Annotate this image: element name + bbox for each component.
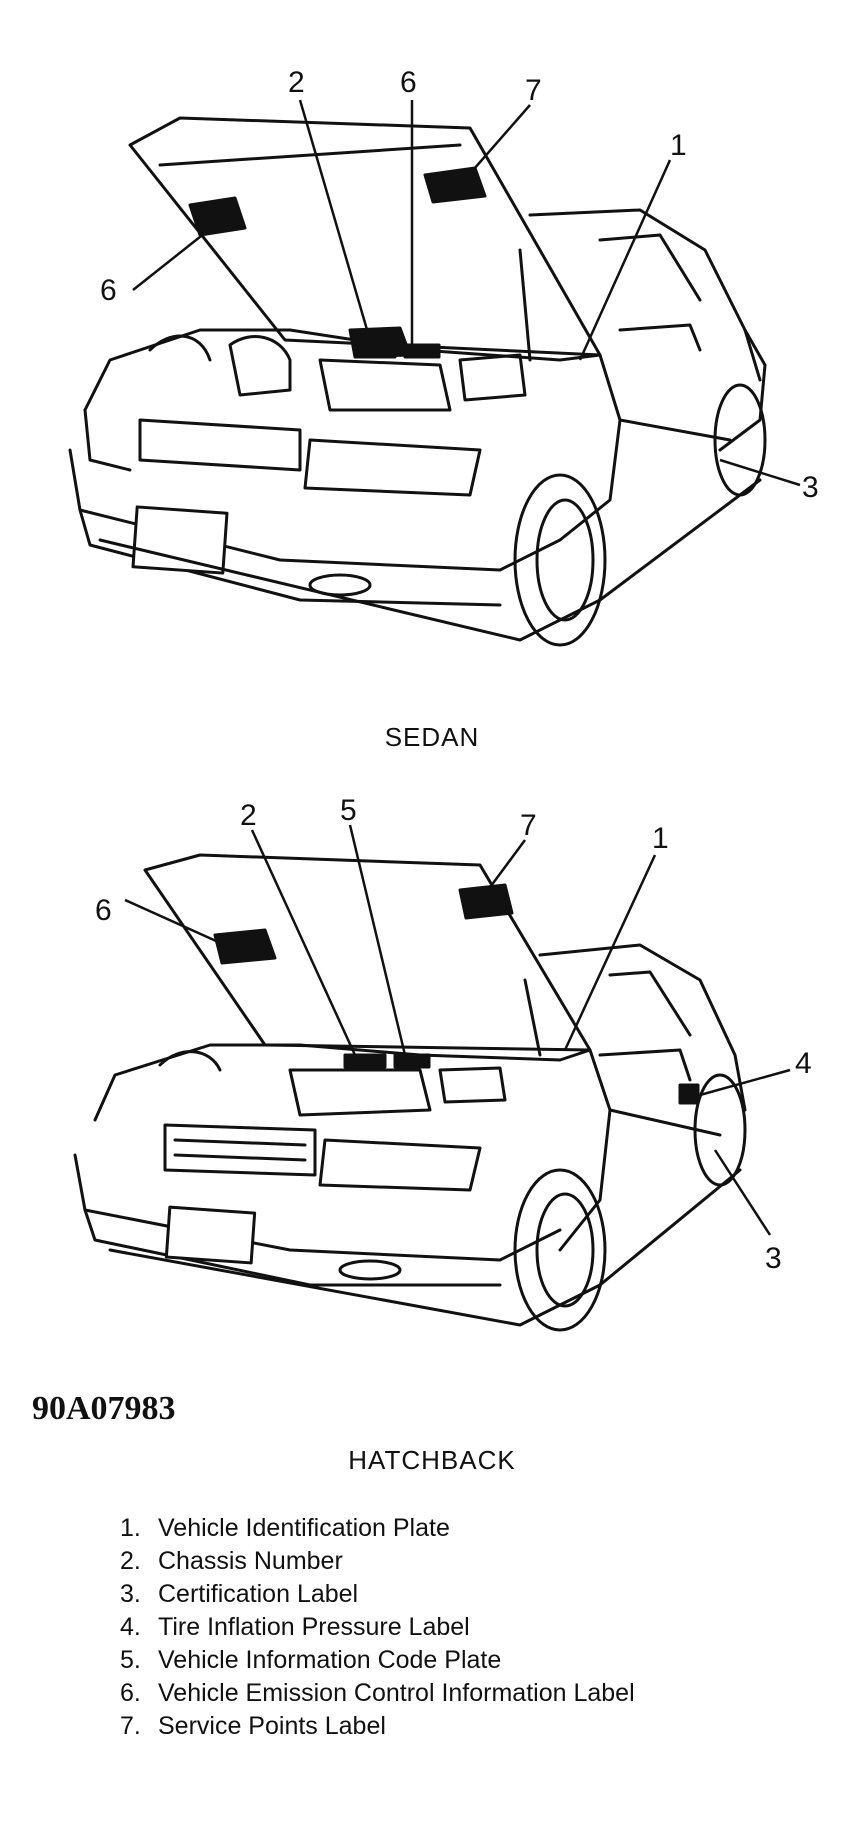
tire-label-mark [678,1083,700,1105]
emission-label-mark [188,196,247,237]
hatchback-car-illustration [73,853,747,1332]
sedan-callout-5: 6 [400,66,417,99]
legend-item: 1.Vehicle Identification Plate [120,1514,450,1542]
sedan-callout-6: 6 [100,274,117,307]
hatchback-callout-1: 1 [652,822,669,855]
sedan-diagram: 2 6 7 1 6 3 [0,0,864,680]
hatchback-callout-2: 2 [240,799,257,832]
hatchback-callout-4: 4 [795,1047,812,1080]
hatchback-callout-6: 6 [95,894,112,927]
chassis-mark [343,1053,387,1069]
service-label-mark [423,166,487,204]
legend-item: 5.Vehicle Information Code Plate [120,1646,502,1674]
legend-item: 3.Certification Label [120,1580,359,1608]
sedan-callout-3: 3 [802,471,819,504]
legend-item: 4.Tire Inflation Pressure Label [120,1613,470,1641]
vin-code-mark [353,343,397,359]
figure-code: 90A07983 [32,1390,176,1427]
sedan-caption: SEDAN [384,722,480,752]
legend-item: 2.Chassis Number [120,1547,343,1575]
sedan-callout-7: 7 [525,74,542,107]
hatchback-diagram: 2 5 7 1 6 4 3 [0,780,864,1380]
vin-code-mark [393,1053,431,1069]
hatchback-callout-5: 5 [340,794,357,827]
service-label-mark [458,883,514,920]
hatchback-callout-7: 7 [520,809,537,842]
hatchback-callout-3: 3 [765,1242,782,1275]
hatchback-caption: HATCHBACK [348,1445,516,1475]
legend-item: 6.Vehicle Emission Control Information L… [120,1679,635,1707]
sedan-callout-2: 2 [288,66,305,99]
emission-label-mark [213,928,277,965]
legend-list: 1.Vehicle Identification Plate 2.Chassis… [120,1512,635,1743]
sedan-car-illustration [68,116,767,647]
legend-item: 7.Service Points Label [120,1712,386,1740]
sedan-callout-1: 1 [670,129,687,162]
